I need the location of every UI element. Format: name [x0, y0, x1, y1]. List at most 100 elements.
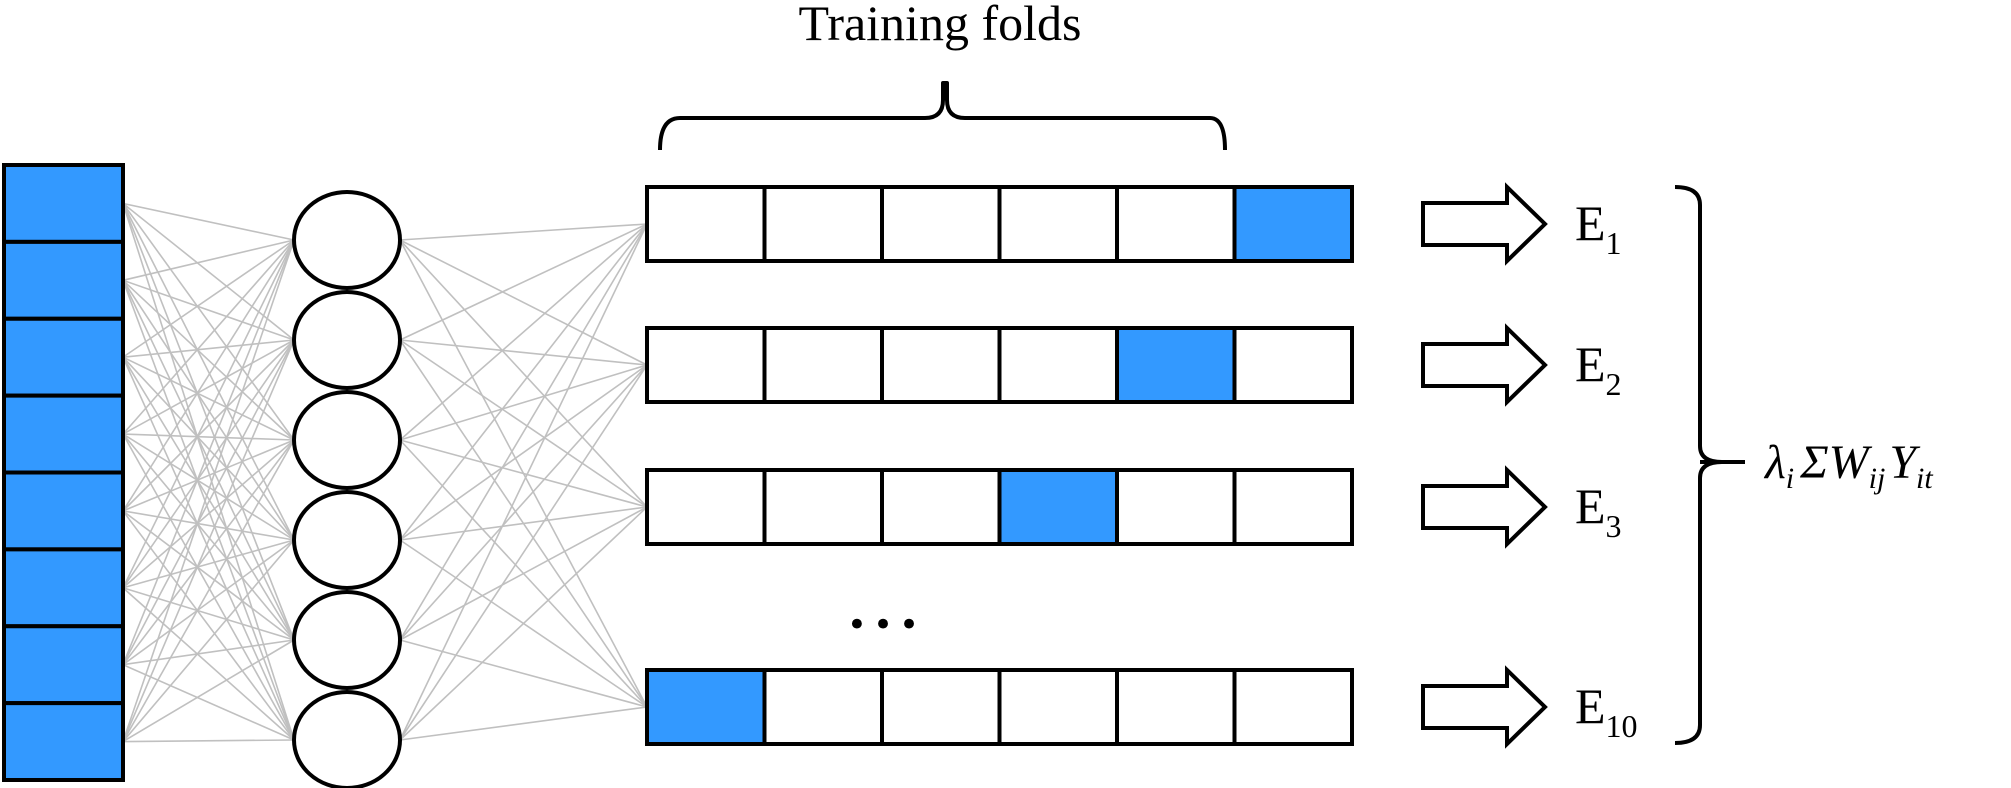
validation-fold-cell: [1232, 185, 1354, 263]
error-label: E10: [1575, 678, 1638, 744]
connection-line: [122, 339, 295, 666]
connection-line: [122, 239, 295, 742]
formula-lambda: λ: [1763, 436, 1786, 489]
input-cell: [2, 547, 125, 629]
connection-line: [122, 203, 295, 741]
validation-fold-cell: [997, 468, 1119, 546]
connection-line: [122, 739, 295, 743]
training-fold-cell: [645, 326, 767, 404]
error-label: E2: [1575, 336, 1622, 402]
connection-line: [399, 364, 648, 541]
connection-line: [399, 506, 648, 641]
ellipsis: •••: [847, 605, 925, 645]
connection-line: [122, 439, 295, 742]
formula-sigma: Σ: [1799, 436, 1829, 489]
connection-line: [122, 239, 295, 358]
error-letter: E: [1575, 195, 1606, 251]
training-fold-cell: [997, 326, 1119, 404]
connection-line: [399, 439, 648, 508]
connection-line: [122, 356, 295, 641]
connection-line: [399, 239, 648, 508]
connection-line: [399, 364, 648, 641]
connection-line: [122, 356, 295, 541]
connection-line: [399, 239, 648, 366]
input-cell: [2, 163, 125, 244]
hidden-node: [292, 290, 402, 390]
connection-line: [399, 706, 648, 741]
training-fold-cell: [1115, 668, 1237, 746]
connection-line: [122, 663, 295, 741]
connection-line: [399, 223, 648, 341]
training-fold-cell: [1232, 326, 1354, 404]
formula-w: W: [1829, 436, 1873, 489]
connection-line: [122, 279, 295, 641]
connection-line: [122, 356, 295, 441]
training-fold-cell: [762, 468, 884, 546]
formula-y: Y: [1889, 436, 1920, 489]
connection-line: [122, 239, 295, 435]
connection-line: [122, 239, 295, 512]
connection-line: [122, 539, 295, 589]
hidden-layer: [292, 190, 402, 788]
connection-line: [399, 223, 648, 241]
input-cell: [2, 701, 125, 782]
training-fold-cell: [1232, 468, 1354, 546]
connection-line: [122, 239, 295, 589]
connection-line: [122, 510, 295, 641]
training-fold-cell: [645, 185, 767, 263]
training-fold-cell: [880, 185, 1002, 263]
right-arrow-icon: [1421, 465, 1548, 549]
connection-line: [122, 279, 295, 341]
right-arrow-icon: [1421, 323, 1548, 407]
training-fold-cell: [1115, 468, 1237, 546]
connection-line: [122, 539, 295, 666]
connection-line: [399, 506, 648, 541]
training-fold-cell: [880, 326, 1002, 404]
connection-line: [122, 339, 295, 358]
input-hidden-connections: [122, 202, 295, 743]
training-fold-cell: [880, 668, 1002, 746]
connection-line: [122, 356, 295, 741]
hidden-node: [292, 490, 402, 590]
connection-line: [122, 510, 295, 741]
training-folds-brace: [658, 81, 1227, 151]
right-arrow-icon: [1421, 182, 1548, 266]
right-brace: [1674, 185, 1724, 745]
connection-line: [399, 339, 648, 508]
connection-line: [122, 339, 295, 512]
connection-line: [122, 339, 295, 435]
connection-line: [122, 239, 295, 282]
hidden-node: [292, 590, 402, 690]
error-subscript: 1: [1606, 225, 1622, 261]
validation-fold-cell: [1115, 326, 1237, 404]
training-fold-cell: [645, 468, 767, 546]
connection-line: [122, 539, 295, 743]
error-label: E1: [1575, 195, 1622, 261]
connection-line: [399, 223, 648, 541]
validation-fold-cell: [645, 668, 767, 746]
connection-line: [122, 279, 295, 441]
error-label: E3: [1575, 478, 1622, 544]
connection-line: [122, 202, 295, 241]
right-arrow-icon: [1421, 665, 1548, 749]
training-fold-cell: [1115, 185, 1237, 263]
connection-line: [122, 339, 295, 742]
error-subscript: 10: [1606, 708, 1638, 744]
input-cell: [2, 316, 125, 398]
connection-line: [122, 433, 295, 641]
training-fold-cell: [762, 185, 884, 263]
connection-line: [122, 433, 295, 541]
connection-line: [122, 203, 295, 541]
connection-line: [122, 203, 295, 641]
training-fold-cell: [762, 668, 884, 746]
error-subscript: 2: [1606, 366, 1622, 402]
training-fold-cell: [997, 668, 1119, 746]
input-cell: [2, 624, 125, 706]
connection-line: [399, 364, 648, 441]
error-letter: E: [1575, 478, 1606, 534]
connection-line: [122, 280, 295, 741]
connection-line: [122, 639, 295, 743]
connection-line: [122, 587, 295, 641]
